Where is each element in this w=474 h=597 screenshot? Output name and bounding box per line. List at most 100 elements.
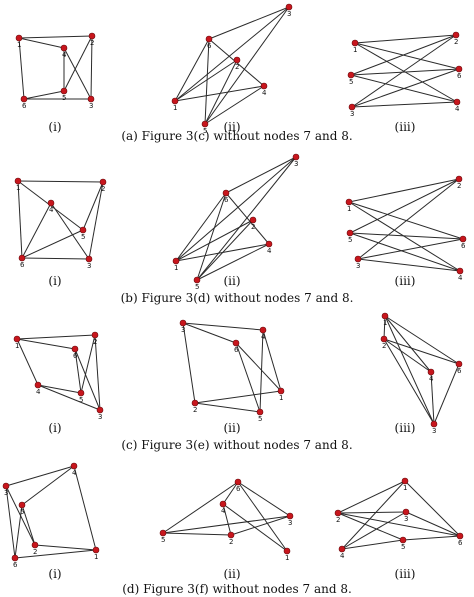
node-b-iii-5 [346, 229, 354, 237]
edge-c-iii-1-3 [384, 315, 435, 425]
edge-d-iii-2-3 [337, 511, 407, 514]
node-label-d-ii-3: 3 [288, 519, 292, 527]
node-c-iii-4 [427, 368, 435, 376]
node-label-d-iii-3: 3 [404, 515, 408, 523]
node-c-i-4 [34, 381, 42, 389]
node-label-c-iii-3: 3 [432, 427, 436, 435]
edge-d-iii-5-4 [341, 539, 404, 550]
node-label-d-i-6: 6 [13, 561, 18, 569]
node-label-b-i-4: 4 [49, 206, 54, 214]
edge-a-i-6-1 [18, 37, 25, 100]
panel-label-b-iii: (iii) [395, 274, 416, 288]
node-d-ii-4 [219, 500, 227, 508]
node-label-c-ii-1: 1 [279, 394, 283, 402]
node-d-i-5 [18, 501, 26, 509]
edge-d-i-5-2 [21, 504, 36, 546]
node-b-i-1 [14, 177, 22, 185]
edge-d-iii-1-2 [337, 480, 406, 514]
edge-d-iii-5-2 [337, 512, 404, 541]
caption-d: (d) Figure 3(f) without nodes 7 and 8. [122, 582, 352, 596]
edge-d-ii-5-6 [162, 481, 239, 534]
node-c-ii-1 [277, 387, 285, 395]
edge-b-i-4-6 [21, 202, 52, 259]
node-label-c-i-1: 1 [15, 342, 19, 350]
node-b-i-6 [18, 254, 26, 262]
node-label-a-iii-6: 6 [457, 72, 462, 80]
node-label-c-ii-3: 3 [181, 326, 185, 334]
node-label-c-ii-6: 6 [234, 346, 239, 354]
edge-a-iii-1-2 [354, 34, 457, 44]
node-b-iii-6 [459, 235, 467, 243]
edge-c-ii-2-3 [182, 322, 196, 404]
node-c-ii-3 [179, 319, 187, 327]
node-label-d-ii-4: 4 [221, 507, 226, 515]
node-label-d-ii-6: 6 [236, 485, 241, 493]
edge-b-ii-6-5 [196, 192, 227, 281]
node-label-b-iii-5: 5 [348, 236, 352, 244]
node-label-b-ii-5: 5 [195, 283, 199, 291]
edge-b-iii-3-2 [357, 178, 460, 260]
node-a-ii-4 [260, 82, 268, 90]
edge-a-iii-5-2 [350, 34, 457, 76]
node-c-iii-1 [381, 312, 389, 320]
node-a-ii-2 [233, 56, 241, 64]
caption-a: (a) Figure 3(c) without nodes 7 and 8. [121, 129, 352, 143]
node-d-iii-4 [338, 545, 346, 553]
node-label-c-i-5: 5 [79, 396, 83, 404]
edge-c-ii-1-2 [194, 390, 282, 404]
node-label-a-i-3: 3 [89, 102, 93, 110]
edge-b-ii-3-1 [175, 156, 297, 262]
edge-a-i-1-2 [18, 35, 93, 39]
edge-d-ii-5-2 [162, 532, 232, 536]
edge-d-i-1-6 [14, 549, 97, 559]
edge-d-iii-1-4 [341, 480, 406, 550]
edge-a-ii-2-5 [204, 59, 238, 125]
node-c-iii-6 [455, 360, 463, 368]
edge-c-i-1-6 [16, 338, 76, 350]
node-label-d-i-2: 2 [33, 548, 37, 556]
node-label-b-ii-1: 1 [174, 264, 178, 272]
edge-b-i-4-3 [50, 202, 90, 260]
node-label-a-ii-1: 1 [173, 104, 177, 112]
node-label-d-ii-2: 2 [229, 538, 233, 546]
node-label-c-iii-4: 4 [429, 375, 434, 383]
edge-b-i-6-1 [17, 180, 23, 259]
node-label-d-iii-6: 6 [458, 539, 463, 547]
node-b-ii-3 [292, 153, 300, 161]
edge-c-ii-3-4 [182, 322, 264, 331]
edge-c-ii-3-6 [182, 322, 237, 344]
node-a-iii-5 [347, 71, 355, 79]
node-b-iii-3 [354, 255, 362, 263]
node-label-a-i-5: 5 [62, 94, 66, 102]
edge-b-iii-1-2 [348, 178, 460, 203]
edge-c-i-4-5 [37, 384, 82, 394]
edge-a-i-4-3 [63, 47, 92, 100]
edge-d-iii-5-6 [402, 535, 461, 541]
node-d-iii-2 [334, 509, 342, 517]
edge-b-ii-6-3 [225, 156, 297, 194]
panel-label-b-ii: (ii) [223, 274, 240, 288]
node-b-iii-1 [345, 198, 353, 206]
edge-c-iii-4-3 [430, 371, 435, 425]
node-a-ii-6 [205, 35, 213, 43]
panel-label-c-iii: (iii) [395, 421, 416, 435]
node-c-i-5 [77, 389, 85, 397]
node-c-i-3 [96, 406, 104, 414]
edge-b-i-3-6 [21, 257, 90, 260]
node-label-d-ii-1: 1 [285, 554, 289, 562]
edge-a-iii-1-4 [354, 42, 458, 103]
node-d-i-6 [11, 554, 19, 562]
node-b-ii-4 [265, 240, 273, 248]
panel-label-b-i: (i) [48, 274, 61, 288]
edge-c-i-6-3 [74, 348, 101, 411]
panel-label-a-ii: (ii) [223, 120, 240, 134]
edge-c-ii-6-1 [235, 342, 282, 392]
node-a-i-6 [20, 95, 28, 103]
edge-a-iii-3-6 [351, 68, 460, 108]
node-d-iii-1 [401, 477, 409, 485]
